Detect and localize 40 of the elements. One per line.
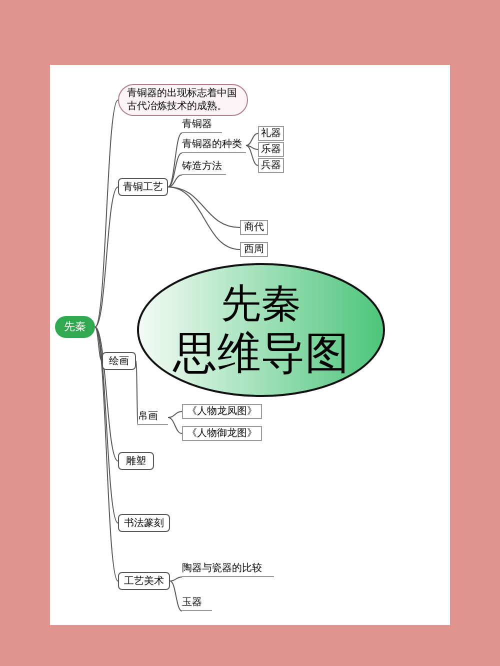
topic-box: 乐器 (258, 142, 284, 157)
connector-line (246, 145, 258, 166)
connector-line (94, 186, 118, 328)
topic-label: 玉器 (182, 596, 212, 611)
connector-line (168, 186, 240, 250)
branch-box: 书法篆刻 (118, 514, 170, 532)
connector-line (94, 100, 118, 328)
connector-line (168, 411, 182, 418)
topic-box: 礼器 (258, 126, 284, 141)
topic-label: 帛画 (138, 410, 168, 425)
branch-box: 青铜工艺 (118, 178, 168, 196)
connector-line (170, 580, 182, 612)
connector-line (168, 152, 182, 188)
topic-box: 西周 (240, 242, 268, 257)
connector-line (94, 326, 102, 362)
connector-line (168, 417, 182, 434)
branch-box: 工艺美术 (118, 572, 170, 590)
connector-line (94, 326, 118, 462)
topic-label: 青铜器的种类 (182, 138, 246, 153)
note-box: 青铜器的出现标志着中国古代冶炼技术的成熟。 (118, 84, 248, 116)
root-node: 先秦 (55, 316, 95, 338)
connector-line (136, 360, 138, 426)
connector-line (94, 326, 118, 524)
connector-line (246, 133, 258, 146)
connector-line (94, 326, 118, 582)
topic-label: 陶器与瓷器的比较 (182, 562, 274, 577)
title-text: 先秦 (221, 284, 301, 324)
topic-label: 青铜器 (182, 118, 222, 133)
branch-box: 雕塑 (118, 452, 154, 470)
topic-box: 商代 (240, 220, 268, 235)
branch-box: 绘画 (102, 352, 136, 370)
connector-line (168, 132, 182, 188)
topic-box: 《人物龙凤图》 (182, 404, 262, 419)
topic-box: 兵器 (258, 158, 284, 173)
connector-line (246, 145, 258, 150)
topic-label: 铸造方法 (182, 160, 226, 175)
title-text: 思维导图 (173, 332, 349, 376)
connector-line (168, 174, 182, 188)
connector-line (170, 576, 182, 582)
topic-box: 《人物御龙图》 (182, 426, 262, 441)
